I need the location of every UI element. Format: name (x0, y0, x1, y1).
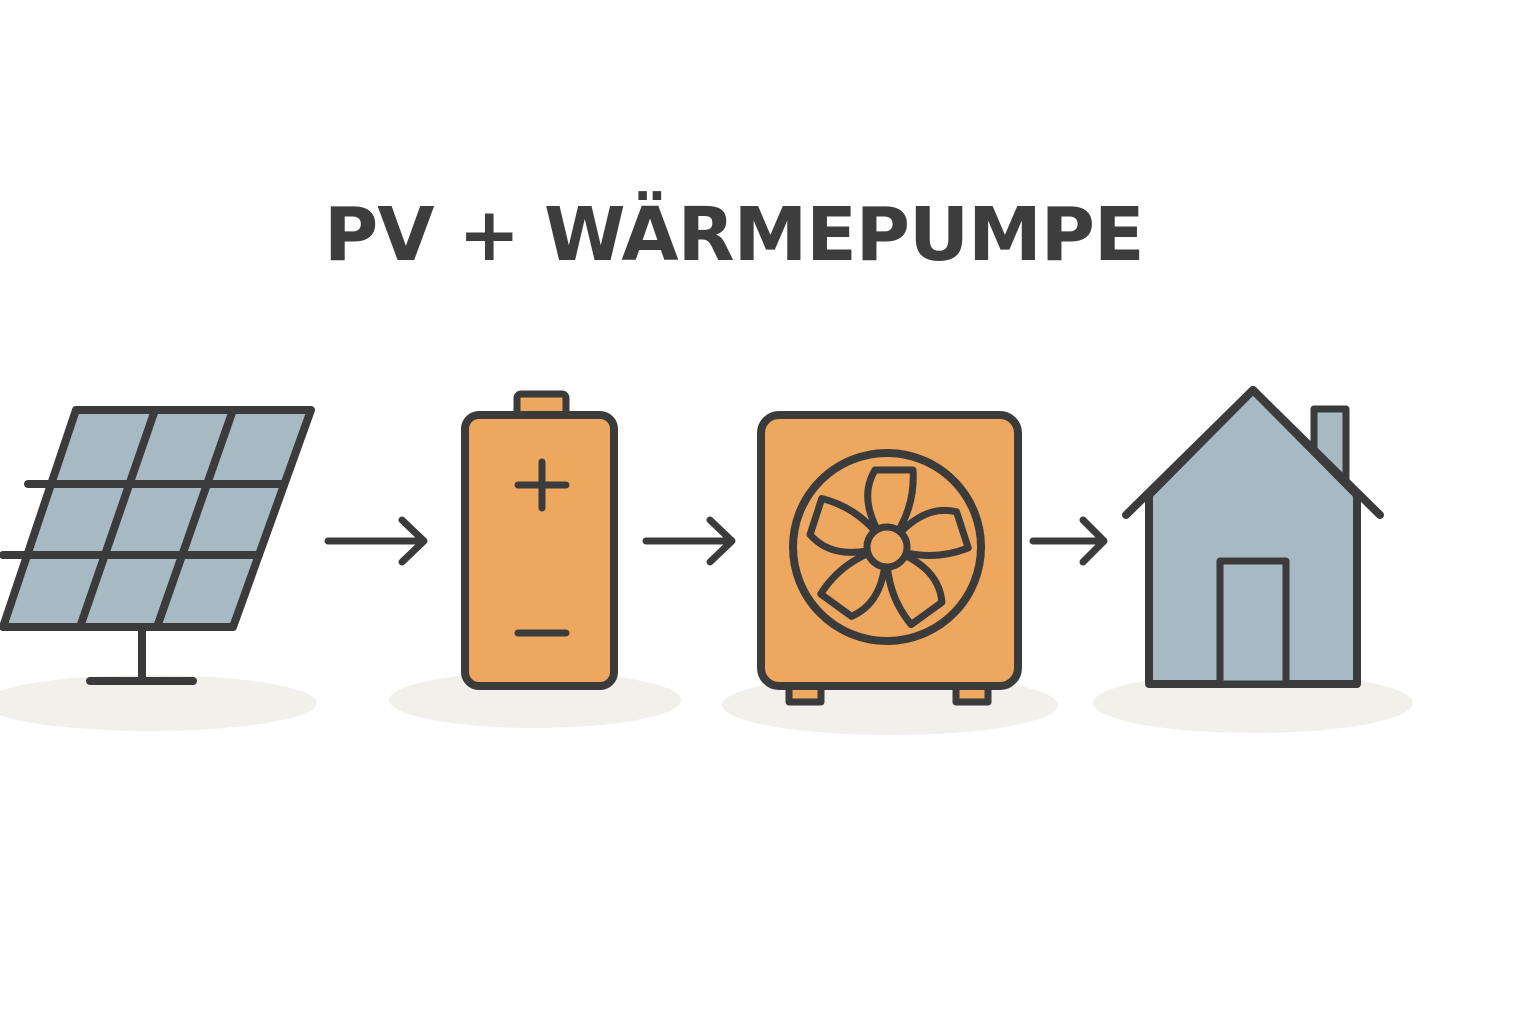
battery-icon (461, 390, 618, 690)
heat-pump-fan-icon (757, 411, 1022, 706)
arrow-icon (642, 516, 736, 566)
solar-panel-icon (0, 406, 315, 685)
solar-panel-shadow (0, 675, 317, 731)
arrow-icon (1029, 516, 1108, 566)
house-icon (1122, 386, 1384, 688)
arrow-icon (324, 516, 428, 566)
diagram-title: PV + WÄRMEPUMPE (324, 192, 1145, 278)
